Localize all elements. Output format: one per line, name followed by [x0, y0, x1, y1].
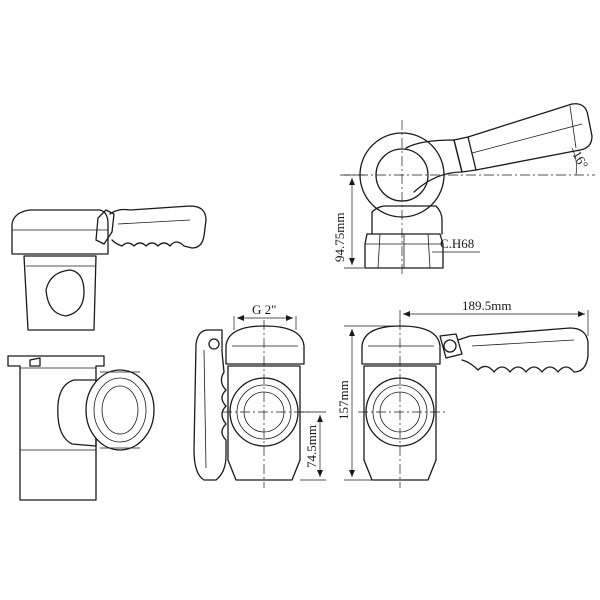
label-height-total: 94.75mm	[332, 213, 347, 262]
front-cap	[225, 325, 305, 365]
hanging-handle	[193, 329, 227, 481]
lower-body	[7, 355, 105, 501]
label-body-height: 157mm	[336, 380, 351, 420]
right-cap	[361, 325, 441, 365]
right-body	[363, 365, 437, 481]
front-view-left	[193, 315, 326, 488]
cylinder-port	[45, 269, 85, 317]
exploded-view	[7, 205, 207, 501]
cap	[11, 209, 109, 255]
right-handle	[457, 327, 589, 373]
angle-arc	[571, 147, 577, 176]
cylinder	[23, 255, 97, 331]
handle-arm	[467, 103, 593, 171]
label-outlet-height: 74.5mm	[304, 425, 319, 468]
side-view-top	[340, 103, 595, 275]
label-handle-length: 189.5mm	[462, 298, 511, 313]
label-hex: C.H68	[440, 236, 474, 251]
front-view-right	[344, 310, 589, 488]
outlet-thread	[85, 369, 155, 451]
front-body	[227, 365, 301, 481]
lever-pin	[95, 209, 115, 245]
label-thread: G 2"	[252, 302, 276, 317]
handle	[109, 205, 207, 249]
valve-neck	[371, 205, 443, 235]
